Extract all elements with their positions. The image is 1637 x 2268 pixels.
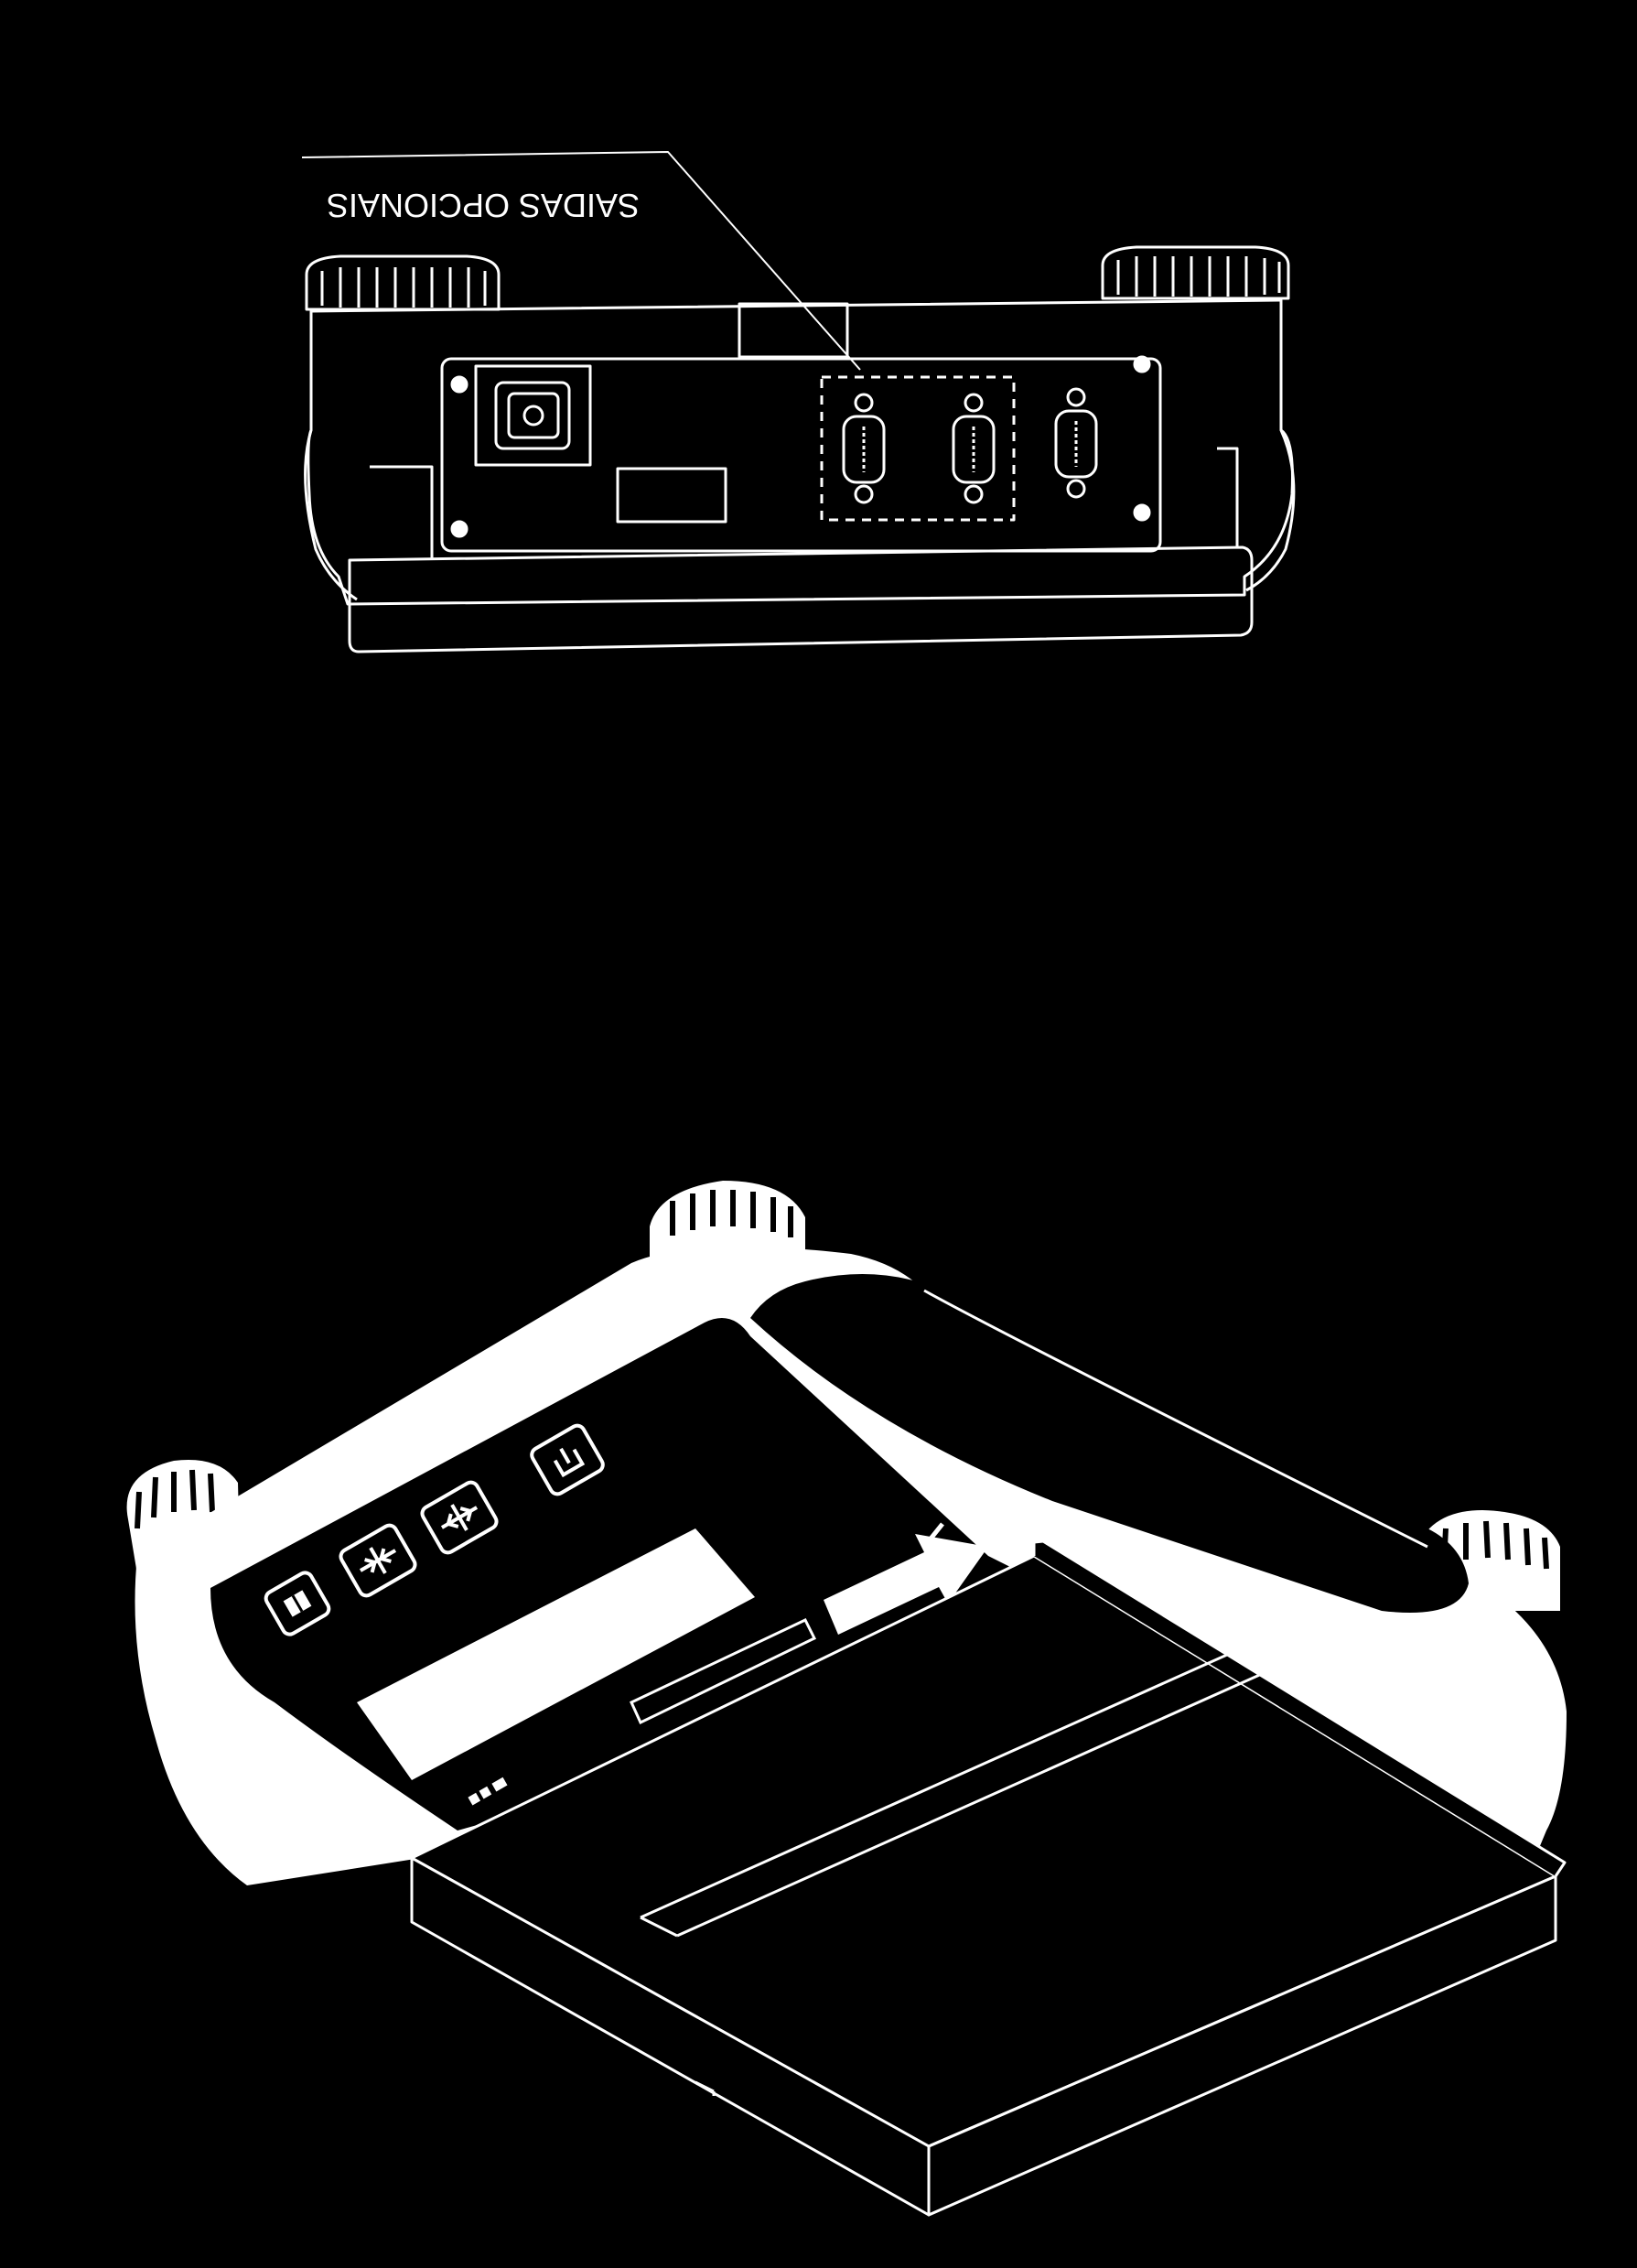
on-off-key[interactable]: [529, 1423, 605, 1496]
display-window: [357, 1528, 755, 1780]
optional-outputs-box: [820, 375, 1016, 522]
weighing-pan: [410, 1539, 1567, 2217]
serial-connector-3: [1054, 387, 1098, 499]
on-off-icon: [553, 1447, 586, 1478]
label-plate: [616, 467, 727, 524]
serial-connector-1: [842, 393, 886, 504]
handle-shadow: [750, 1274, 1469, 1613]
zero-arrow-icon: [440, 1504, 479, 1531]
keypad: [264, 1423, 605, 1636]
serial-connector-2: [952, 393, 996, 504]
callout-label: SAIDAS OPCIONAIS: [327, 187, 640, 224]
model-marking: [468, 1777, 508, 1806]
printer-slot: [630, 1618, 817, 1725]
insert-arrow: [824, 1534, 988, 1635]
callout-leader-line: [301, 151, 861, 371]
left-foot: [305, 254, 501, 311]
connector-panel: [440, 357, 1162, 553]
balance-rear-view: [301, 151, 1296, 653]
right-foot: [1101, 245, 1290, 300]
print-key[interactable]: [264, 1570, 331, 1636]
power-socket: [474, 364, 592, 467]
tare-arrow-icon: [359, 1547, 397, 1574]
balance-isometric-view: [126, 1181, 1567, 2217]
zero-key[interactable]: [420, 1480, 500, 1555]
tare-key[interactable]: [339, 1523, 418, 1598]
rear-base-plate: [348, 545, 1254, 653]
